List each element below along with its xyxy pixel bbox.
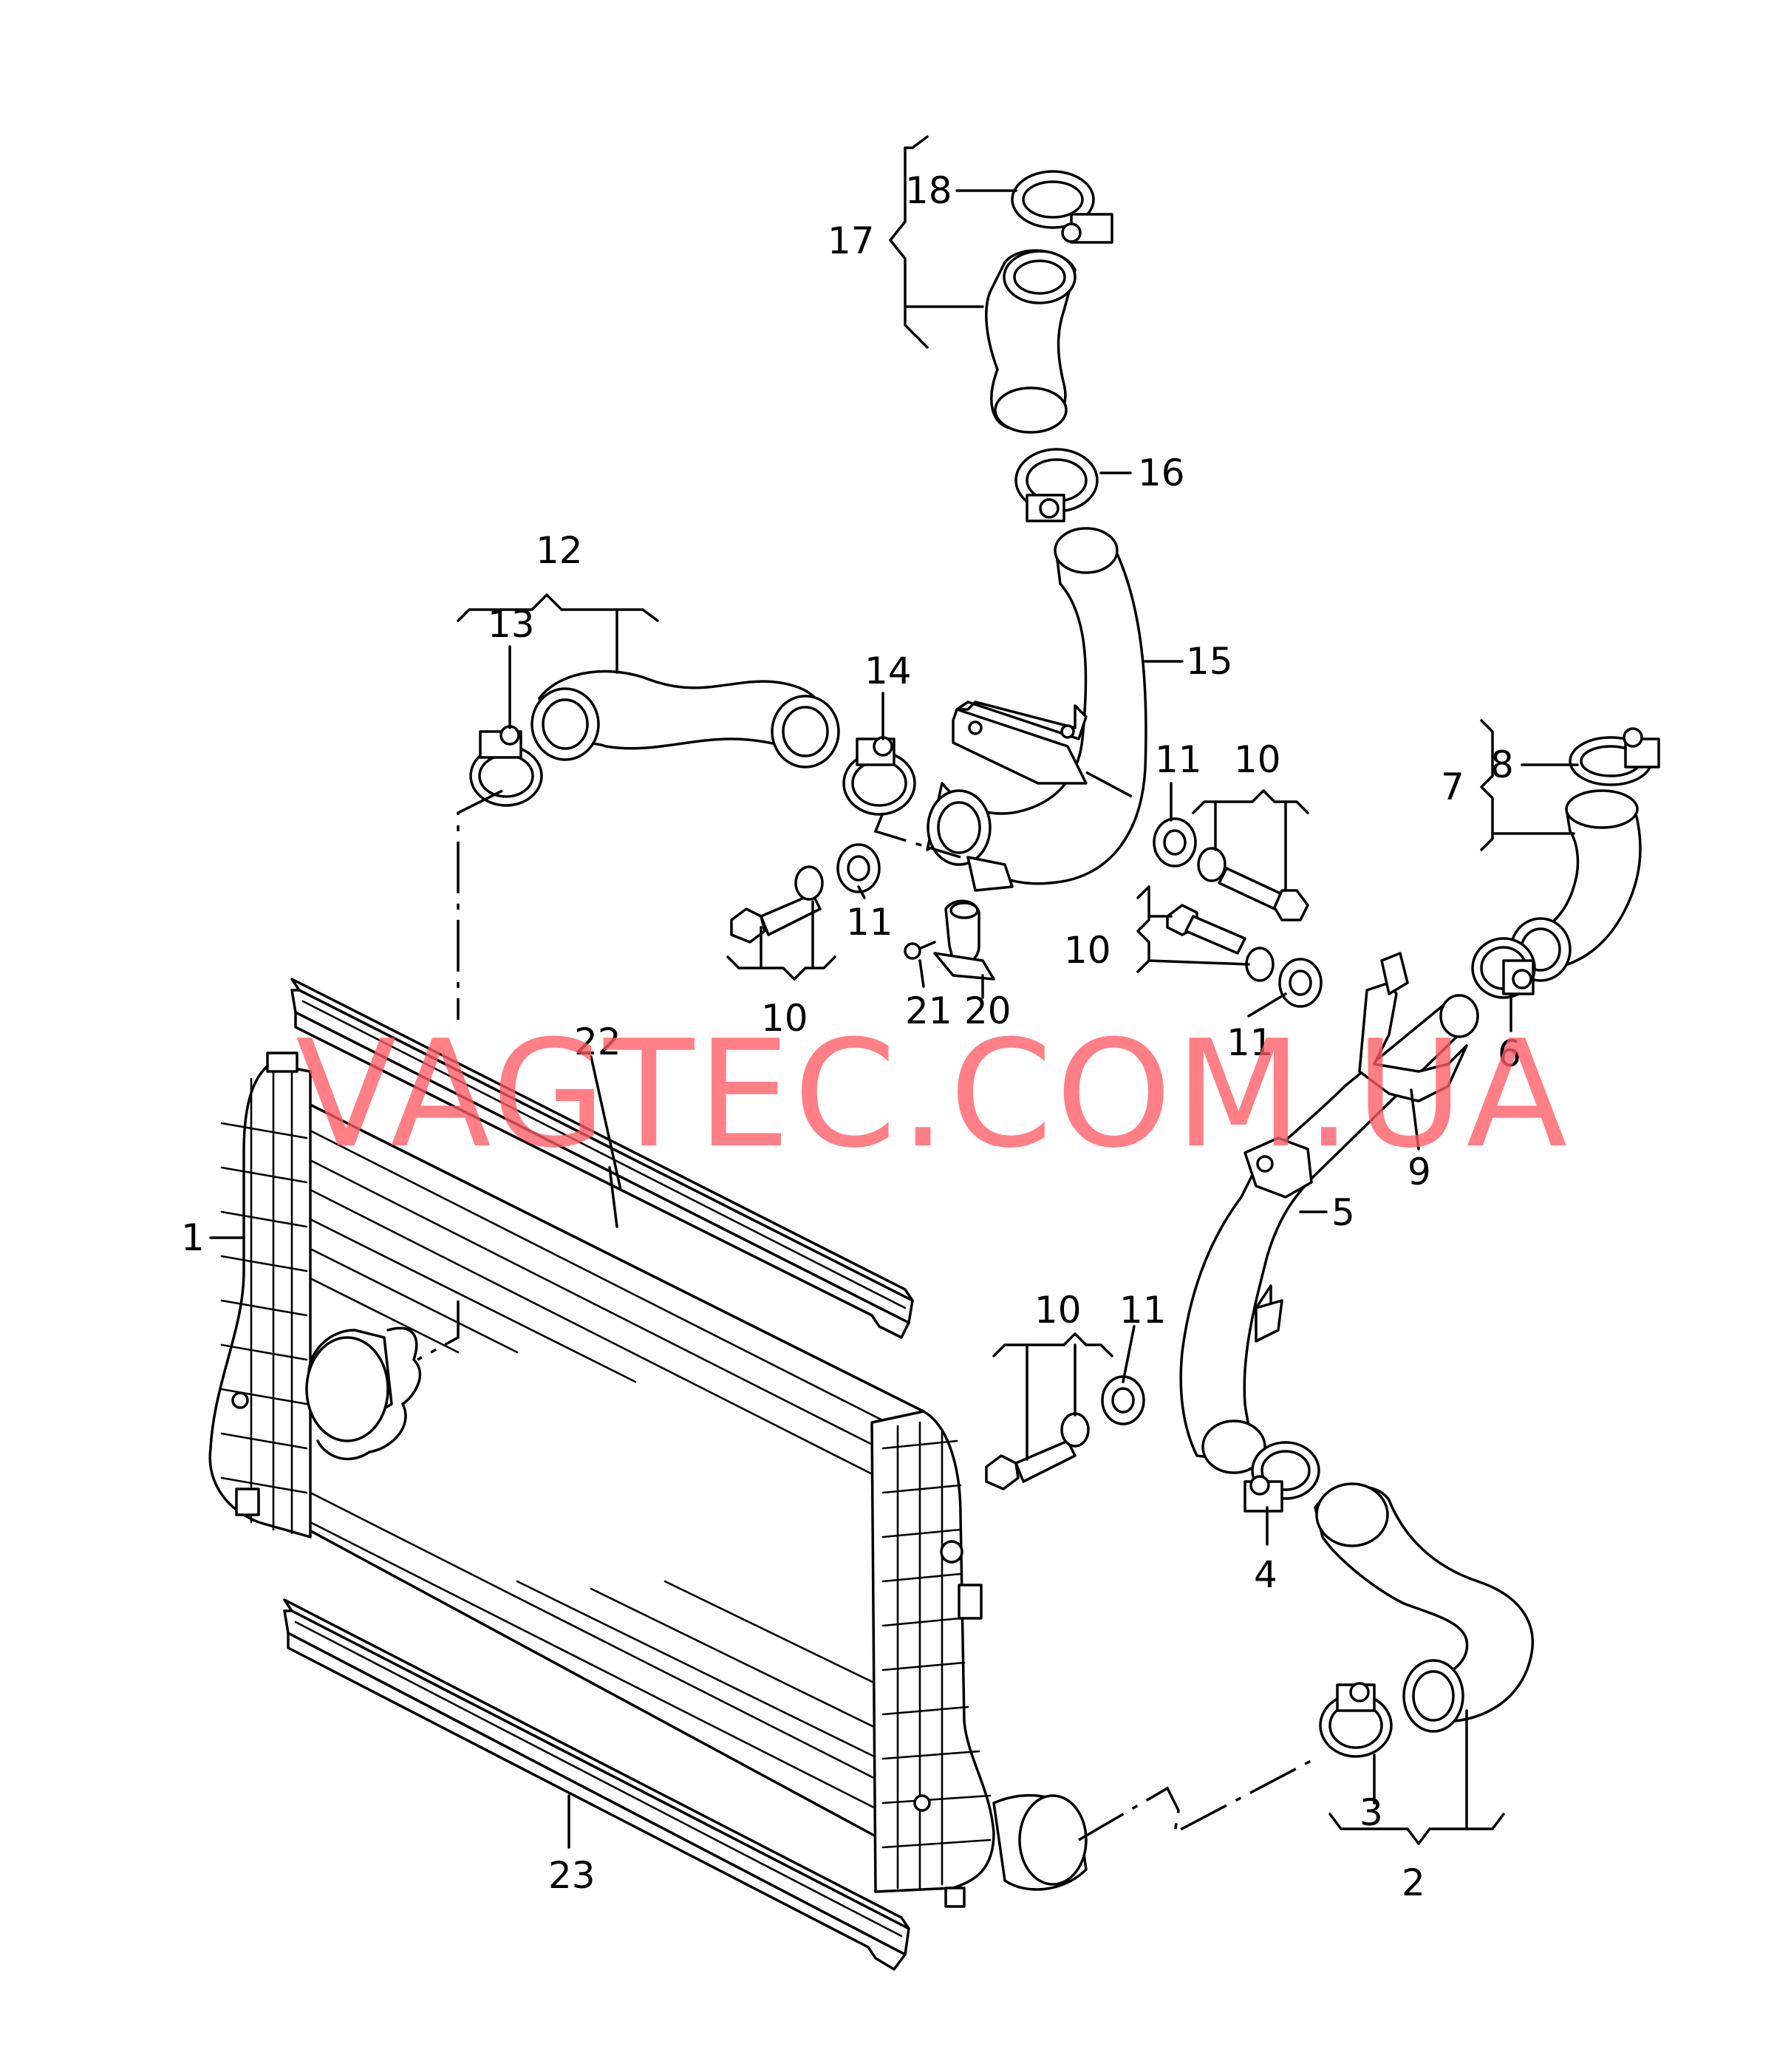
bolt-set-right-mid bbox=[1166, 904, 1323, 1008]
label-18: 18 bbox=[905, 169, 952, 212]
label-2: 2 bbox=[1402, 1861, 1425, 1904]
hose-7 bbox=[1509, 789, 1642, 982]
hose-2 bbox=[1314, 1482, 1534, 1733]
clamp-4 bbox=[1243, 1441, 1320, 1513]
label-11-right-upper: 11 bbox=[1155, 738, 1202, 781]
label-10-lower: 10 bbox=[1034, 1289, 1082, 1332]
clamp-3 bbox=[1319, 1682, 1393, 1758]
screw-21 bbox=[904, 941, 936, 960]
label-21: 21 bbox=[905, 989, 952, 1032]
hose-17 bbox=[985, 249, 1077, 434]
label-10-right-mid: 10 bbox=[1064, 929, 1111, 972]
label-4: 4 bbox=[1254, 1553, 1277, 1596]
clamp-6 bbox=[1471, 937, 1536, 999]
leader-lines bbox=[209, 135, 1579, 1849]
label-20: 20 bbox=[964, 989, 1011, 1032]
pipe-5 bbox=[1179, 994, 1479, 1474]
label-9: 9 bbox=[1408, 1151, 1431, 1193]
bolt-set-left bbox=[730, 843, 881, 944]
clamp-14 bbox=[842, 736, 916, 816]
label-5: 5 bbox=[1331, 1191, 1355, 1234]
watermark: VAGTEC.COM.UA bbox=[296, 1009, 1570, 1181]
air-guide-bottom bbox=[283, 1598, 910, 1971]
label-3: 3 bbox=[1360, 1791, 1383, 1834]
label-11-right-mid: 11 bbox=[1227, 1021, 1274, 1064]
label-22: 22 bbox=[574, 1020, 621, 1063]
pipe-15 bbox=[926, 527, 1147, 892]
label-17: 17 bbox=[828, 219, 875, 262]
clamp-13 bbox=[469, 725, 543, 807]
label-7: 7 bbox=[1441, 766, 1464, 808]
label-10-left: 10 bbox=[761, 997, 808, 1040]
bolt-set-right-upper bbox=[1153, 817, 1309, 921]
label-15: 15 bbox=[1186, 640, 1233, 683]
bracket-9 bbox=[1358, 952, 1468, 1103]
label-12: 12 bbox=[536, 529, 583, 572]
clamp-8 bbox=[1569, 727, 1660, 786]
label-11-lower: 11 bbox=[1119, 1289, 1167, 1332]
label-8: 8 bbox=[1490, 743, 1514, 786]
air-guide-top bbox=[290, 978, 914, 1339]
clamp-18 bbox=[1011, 170, 1113, 244]
label-14: 14 bbox=[864, 650, 912, 692]
clamp-16 bbox=[1014, 448, 1099, 522]
label-16: 16 bbox=[1138, 451, 1185, 494]
connector-lines bbox=[417, 771, 1316, 1841]
label-10-right-upper: 10 bbox=[1234, 738, 1281, 781]
hose-12 bbox=[531, 669, 840, 769]
label-1: 1 bbox=[181, 1216, 205, 1259]
label-13: 13 bbox=[488, 603, 535, 646]
label-23: 23 bbox=[548, 1854, 596, 1897]
part-numbers: 1 2 3 4 5 6 7 8 9 10 10 10 10 11 11 11 1… bbox=[181, 169, 1521, 1904]
label-6: 6 bbox=[1498, 1032, 1521, 1075]
label-11-left: 11 bbox=[846, 901, 893, 944]
intercooler-core bbox=[208, 1052, 1088, 1908]
sensor-20 bbox=[933, 899, 995, 981]
bolt-set-lower bbox=[985, 1375, 1145, 1490]
